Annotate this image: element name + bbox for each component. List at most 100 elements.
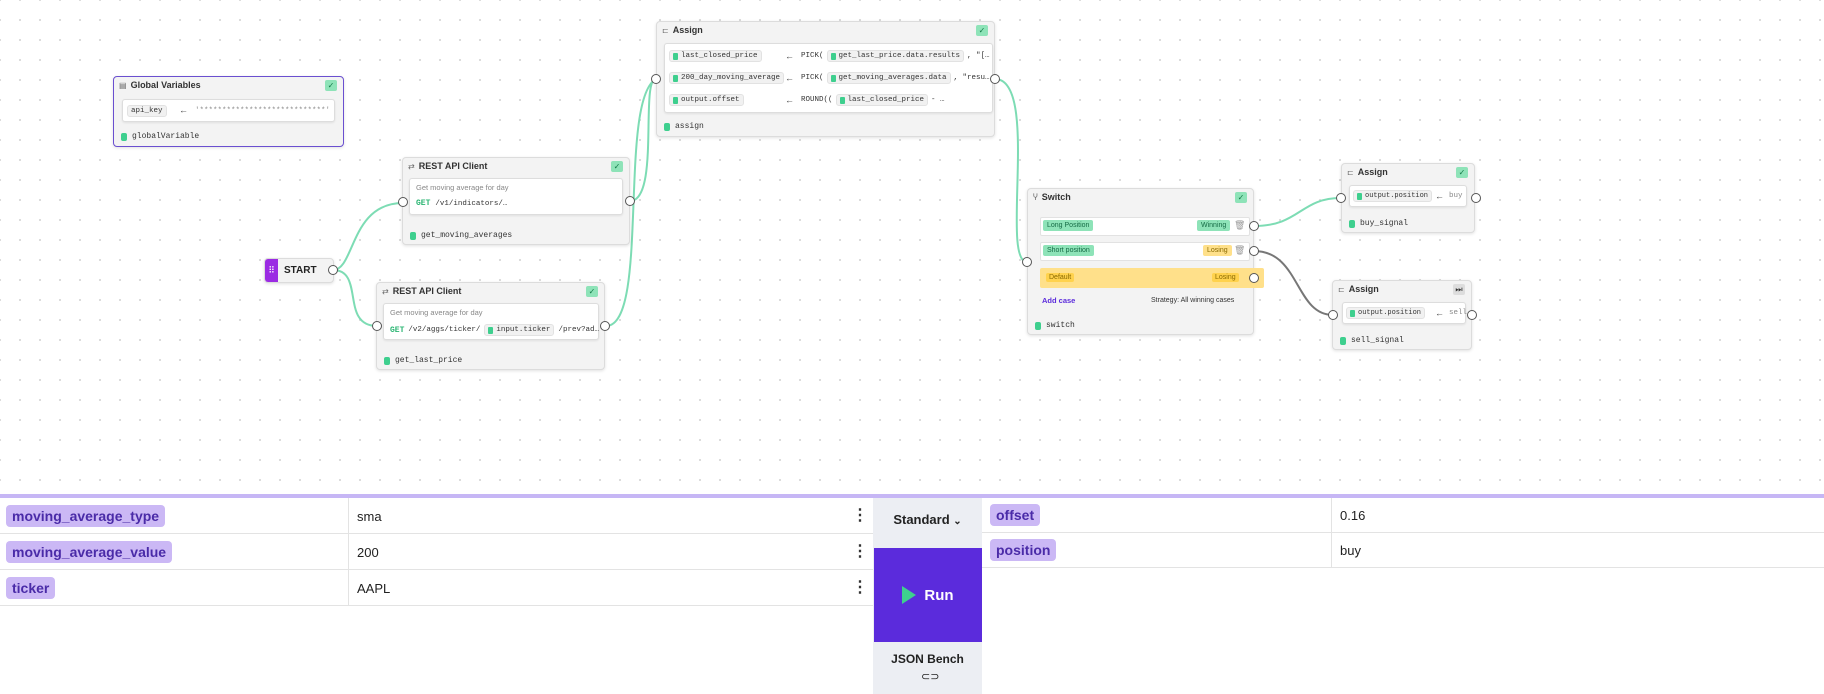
assignments-panel[interactable]: last_closed_price←PICK(get_last_price.da… xyxy=(664,43,993,113)
input-port[interactable] xyxy=(398,197,408,207)
input-port[interactable] xyxy=(372,321,382,331)
database-icon xyxy=(121,132,127,141)
http-method: GET xyxy=(416,199,431,208)
assign-node-main[interactable]: ⊏Assign ✓ last_closed_price←PICK(get_las… xyxy=(656,21,995,137)
request-panel[interactable]: Get moving average for day GET /v2/aggs/… xyxy=(383,303,599,340)
input-value[interactable]: AAPL xyxy=(357,581,391,596)
start-label: START xyxy=(284,265,317,276)
node-footer: sell_signal xyxy=(1351,336,1404,345)
rest-api-node-moving-averages[interactable]: ⇄REST API Client ✓ Get moving average fo… xyxy=(402,157,630,245)
global-variables-node[interactable]: ▤Global Variables ✓ api_key ← '*********… xyxy=(113,76,344,147)
assign-value: sell xyxy=(1449,309,1468,317)
play-icon xyxy=(902,586,917,604)
assign-source: get_moving_averages.data xyxy=(826,72,951,84)
assignment-row[interactable]: output.offset←ROUND((last_closed_price- … xyxy=(669,92,989,110)
start-node[interactable]: ⠿ START xyxy=(264,258,334,283)
more-options-icon[interactable]: ⋮ xyxy=(852,543,868,560)
node-title: REST API Client xyxy=(418,161,488,171)
switch-icon: Ⴤ xyxy=(1033,192,1038,202)
variables-icon: ▤ xyxy=(119,80,127,90)
rest-api-node-last-price[interactable]: ⇄REST API Client ✓ Get moving average fo… xyxy=(376,282,605,370)
request-panel[interactable]: Get moving average for day GET /v1/indic… xyxy=(409,178,623,215)
input-port[interactable] xyxy=(1328,310,1338,320)
input-value[interactable]: sma xyxy=(357,509,382,524)
default-label: Default xyxy=(1046,273,1075,282)
run-button[interactable]: Run xyxy=(874,548,982,642)
node-title: Switch xyxy=(1041,192,1071,202)
assignment-row[interactable]: last_closed_price←PICK(get_last_price.da… xyxy=(669,48,990,66)
mode-select[interactable]: Standard ⌄ xyxy=(893,512,962,527)
assign-function: PICK( xyxy=(801,52,824,60)
more-options-icon[interactable]: ⋮ xyxy=(852,507,868,524)
assign-arrow-icon: ← xyxy=(1435,191,1444,201)
assign-icon: ⊏ xyxy=(1338,284,1345,294)
database-icon xyxy=(384,356,390,365)
assign-arrow-icon: ← xyxy=(785,51,794,61)
output-name: position xyxy=(990,539,1057,561)
output-port[interactable] xyxy=(1471,193,1481,203)
assign-target: output.position xyxy=(1353,190,1433,202)
assign-node-sell[interactable]: ⊏Assign ⏭ output.position ← sell sell_si… xyxy=(1332,280,1472,350)
run-label: Run xyxy=(924,586,954,604)
assignment-row[interactable]: output.position ← buy xyxy=(1349,185,1467,207)
assign-arrow-icon: ← xyxy=(1435,308,1444,318)
assignment-row[interactable]: 200_day_moving_average←PICK(get_moving_a… xyxy=(669,70,990,88)
chevron-down-icon: ⌄ xyxy=(953,516,962,527)
output-value: 0.16 xyxy=(1340,508,1366,523)
case-outcome: Winning xyxy=(1197,220,1231,231)
switch-case-row[interactable]: Short position Losing 🗑 xyxy=(1040,242,1250,261)
input-port[interactable] xyxy=(1336,193,1346,203)
input-row[interactable]: moving_average_type sma ⋮ xyxy=(0,498,873,534)
start-output-port[interactable] xyxy=(328,265,338,275)
output-port[interactable] xyxy=(1467,310,1477,320)
add-case-link[interactable]: Add case xyxy=(1042,296,1076,305)
trash-icon[interactable]: 🗑 xyxy=(1234,245,1246,255)
assignment-row[interactable]: output.position ← sell xyxy=(1342,302,1468,324)
output-port[interactable] xyxy=(625,196,635,206)
variable-key: api_key xyxy=(127,105,167,117)
database-icon xyxy=(1340,336,1346,345)
input-row[interactable]: moving_average_value 200 ⋮ xyxy=(0,534,873,570)
input-name[interactable]: moving_average_value xyxy=(6,540,173,563)
toggle-icon[interactable]: ⊂⊃ xyxy=(921,671,940,683)
input-name[interactable]: ticker xyxy=(6,576,56,599)
assign-icon: ⊏ xyxy=(662,25,669,35)
input-value[interactable]: 200 xyxy=(357,545,379,560)
output-row[interactable]: position buy xyxy=(982,533,1824,568)
assign-node-buy[interactable]: ⊏Assign ✓ output.position ← buy buy_sign… xyxy=(1341,163,1475,233)
flow-canvas[interactable]: ▤Global Variables ✓ api_key ← '*********… xyxy=(0,0,1824,494)
drag-handle-icon[interactable]: ⠿ xyxy=(265,259,278,282)
output-value: buy xyxy=(1340,543,1361,558)
request-description: Get moving average for day xyxy=(416,183,509,192)
input-row[interactable]: ticker AAPL ⋮ xyxy=(0,570,873,606)
switch-case-row[interactable]: Long Position Winning 🗑 xyxy=(1040,217,1250,236)
case-output-port[interactable] xyxy=(1249,221,1259,231)
api-icon: ⇄ xyxy=(382,286,389,296)
node-title: Assign xyxy=(1348,284,1379,294)
output-port[interactable] xyxy=(600,321,610,331)
assign-target: output.position xyxy=(1346,307,1426,319)
trash-icon[interactable]: 🗑 xyxy=(1234,220,1246,230)
node-title: Assign xyxy=(1357,167,1388,177)
case-label: Long Position xyxy=(1043,220,1094,231)
node-footer: get_moving_averages xyxy=(421,231,513,240)
variable-row[interactable]: api_key ← '****************************' xyxy=(122,99,335,122)
node-title: Global Variables xyxy=(130,80,201,90)
json-bench-label[interactable]: JSON Bench xyxy=(891,652,964,666)
case-output-port[interactable] xyxy=(1249,246,1259,256)
request-path-prefix: /v2/aggs/ticker/ xyxy=(408,326,481,334)
node-title: REST API Client xyxy=(392,286,462,296)
request-path: /v1/indicators/… xyxy=(435,199,508,208)
switch-default-row[interactable]: Default Losing xyxy=(1040,268,1264,288)
input-port[interactable] xyxy=(1022,257,1032,267)
input-name[interactable]: moving_average_type xyxy=(6,504,166,527)
run-panel: Standard ⌄ Run JSON Bench ⊂⊃ xyxy=(873,498,982,694)
more-options-icon[interactable]: ⋮ xyxy=(852,579,868,596)
output-port[interactable] xyxy=(990,74,1000,84)
database-icon xyxy=(664,122,670,131)
default-output-port[interactable] xyxy=(1249,273,1259,283)
input-port[interactable] xyxy=(651,74,661,84)
check-icon: ✓ xyxy=(1235,192,1247,203)
